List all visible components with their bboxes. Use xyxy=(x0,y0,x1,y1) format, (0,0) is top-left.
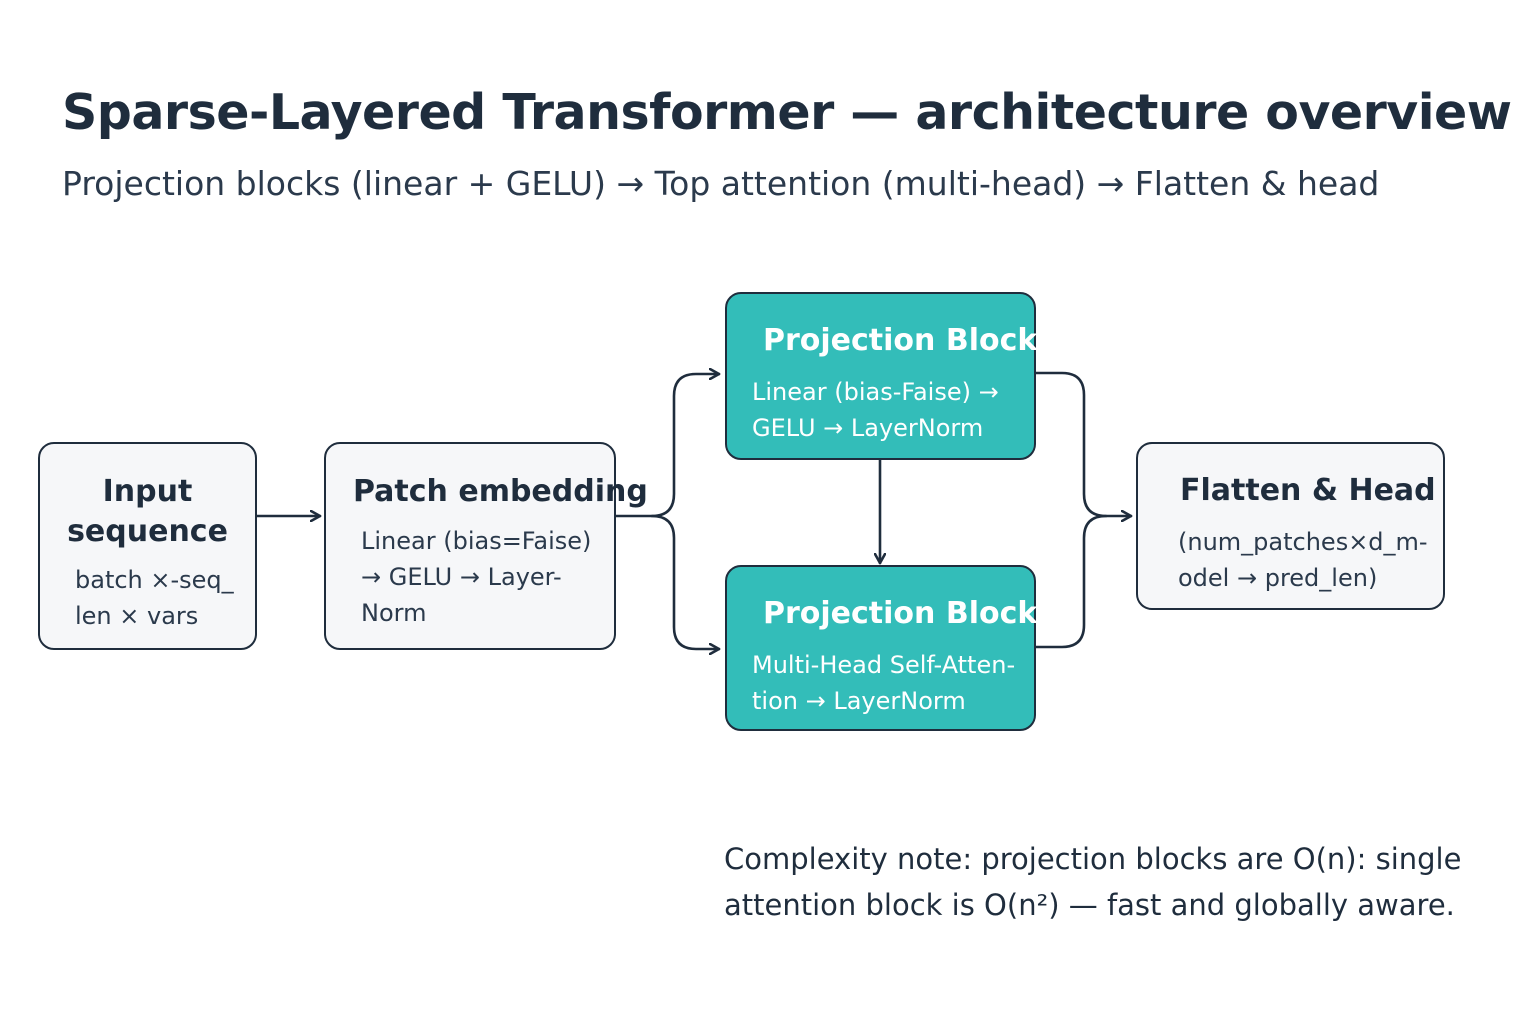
input-sequence-shape: batch ×-seq_ len × vars xyxy=(75,566,234,630)
flatten-head-node: Flatten & Head (num_patches×d_m- odel → … xyxy=(1136,442,1445,610)
arrow-proj2-to-flatten xyxy=(1034,514,1108,649)
patch-embedding-node: Patch embedding Linear (bias=Faise) → GE… xyxy=(324,442,648,650)
patch-embedding-description: Linear (bias=Faise) → GELU → Layer- Norm xyxy=(361,527,592,627)
arrow-patch-to-proj1 xyxy=(614,374,721,518)
arrow-patch-to-proj2 xyxy=(650,514,721,649)
arrow-proj1-to-flatten xyxy=(1034,371,1133,516)
projection-block-attention-title: Projection Block xyxy=(763,596,1038,631)
complexity-note: Complexity note: projection blocks are O… xyxy=(724,842,1462,922)
patch-embedding-title: Patch embedding xyxy=(353,474,648,509)
input-sequence-node: Input sequence batch ×-seq_ len × vars xyxy=(38,442,257,650)
flatten-head-description: (num_patches×d_m- odel → pred_len) xyxy=(1178,528,1428,592)
flatten-head-title: Flatten & Head xyxy=(1180,473,1436,508)
projection-block-linear-node: Projection Block Linear (bias-Faise) → G… xyxy=(725,292,1038,460)
projection-block-linear-title: Projection Block xyxy=(763,323,1038,358)
projection-block-linear-description: Linear (bias-Faise) → GELU → LayerNorm xyxy=(752,378,999,442)
page-title: Sparse-Layered Transformer — architectur… xyxy=(62,84,1512,141)
projection-block-attention-description: Multi-Head Self-Atten- tion → LayerNorm xyxy=(752,651,1016,715)
projection-block-attention-node: Projection Block Multi-Head Self-Atten- … xyxy=(725,565,1038,731)
page-subtitle: Projection blocks (linear + GELU) → Top … xyxy=(62,164,1380,203)
input-sequence-title: Input sequence xyxy=(67,474,228,549)
